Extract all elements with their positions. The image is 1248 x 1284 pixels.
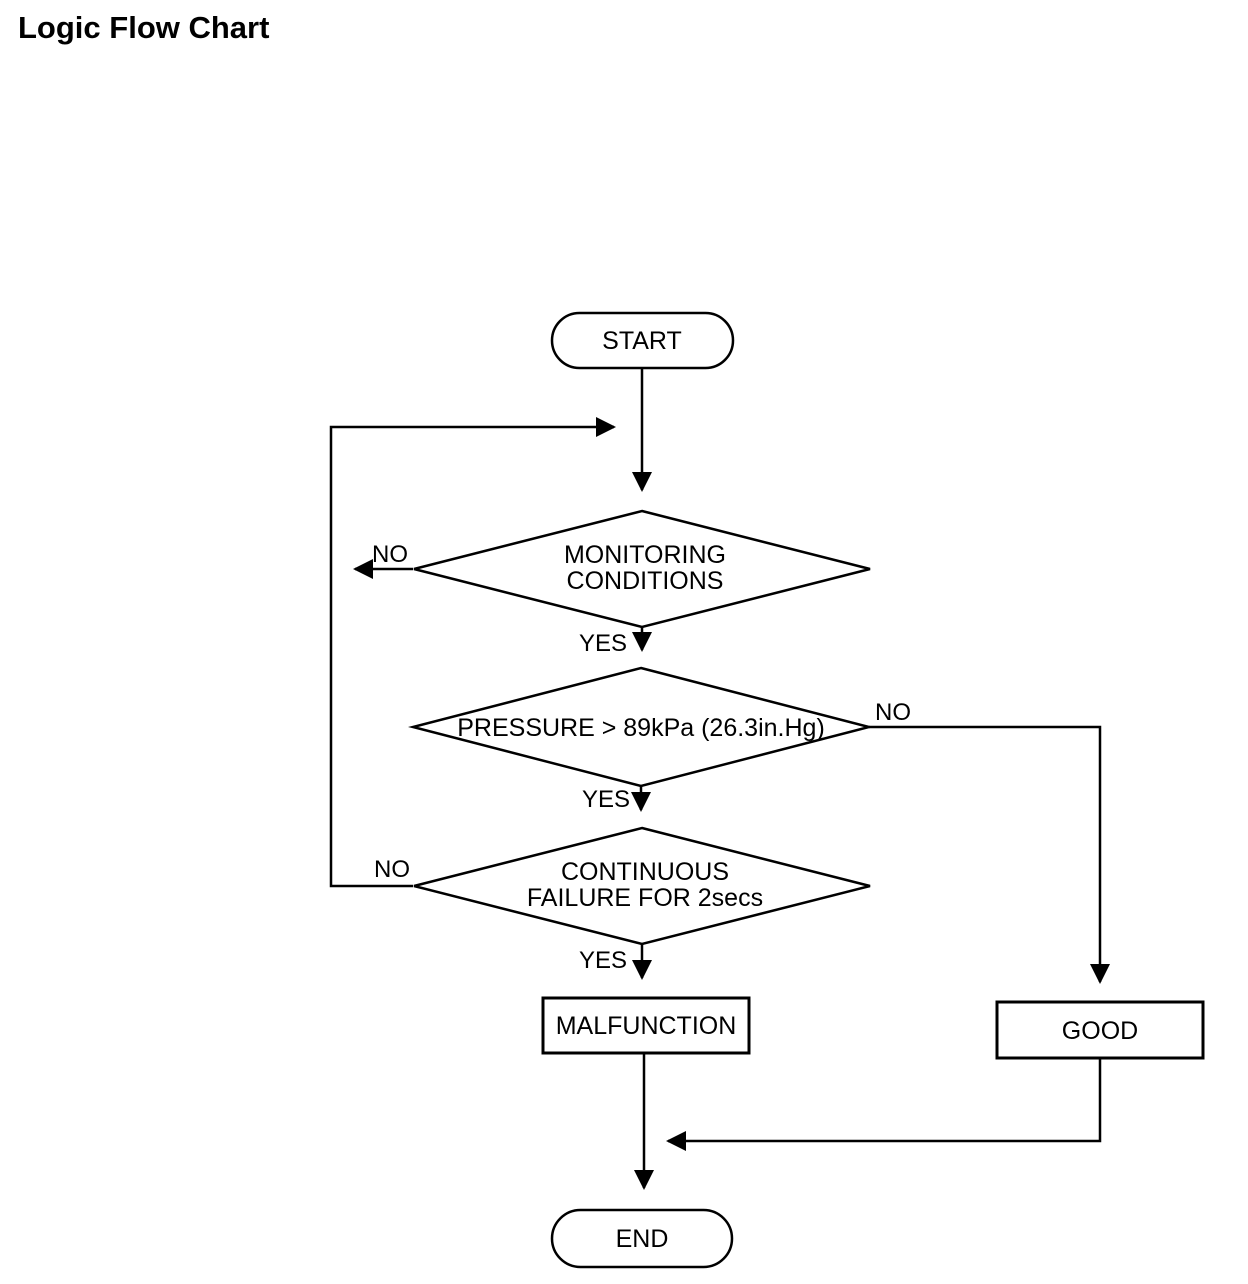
node-end: END [550, 1208, 734, 1269]
edge-pressure-no [869, 725, 1110, 984]
label-continuous-yes: YES [579, 947, 627, 974]
start-terminator-shape [550, 311, 735, 370]
node-pressure-check: PRESSURE > 89kPa (26.3in.Hg) [408, 666, 874, 788]
continuous-label-line1: CONTINUOUS [561, 858, 729, 886]
continuous-decision-shape [413, 826, 871, 946]
end-label: END [616, 1225, 669, 1253]
node-monitoring-conditions: MONITORING CONDITIONS [413, 509, 871, 629]
continuous-label-line2: FAILURE FOR 2secs [527, 884, 763, 912]
monitoring-label-line1: MONITORING [564, 541, 726, 569]
malfunction-process-shape [541, 996, 751, 1055]
label-monitoring-no: NO [372, 541, 408, 568]
start-label: START [602, 327, 682, 355]
page-title: Logic Flow Chart [18, 10, 269, 45]
node-malfunction: MALFUNCTION [541, 996, 751, 1055]
label-pressure-yes: YES [582, 786, 630, 813]
label-continuous-no: NO [374, 856, 410, 883]
malfunction-label: MALFUNCTION [556, 1012, 737, 1040]
label-pressure-no: NO [875, 699, 911, 726]
monitoring-label-line2: CONDITIONS [567, 567, 724, 595]
label-monitoring-yes: YES [579, 630, 627, 657]
edge-good-to-merge [666, 1058, 1102, 1151]
good-label: GOOD [1062, 1017, 1138, 1045]
node-continuous-failure: CONTINUOUS FAILURE FOR 2secs [413, 826, 871, 946]
edge-loop-back [329, 417, 616, 888]
monitoring-decision-shape [413, 509, 871, 629]
pressure-decision-shape [408, 666, 874, 788]
node-good: GOOD [995, 1000, 1205, 1060]
good-process-shape [995, 1000, 1205, 1060]
node-start: START [550, 311, 735, 370]
end-terminator-shape [550, 1208, 734, 1269]
pressure-label: PRESSURE > 89kPa (26.3in.Hg) [457, 714, 825, 742]
